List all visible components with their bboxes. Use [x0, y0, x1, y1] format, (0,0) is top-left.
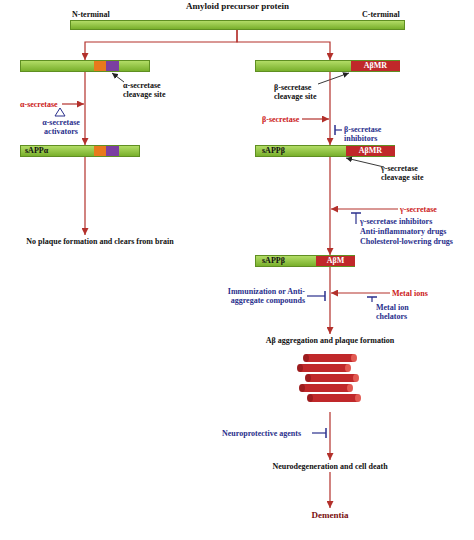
enzyme-arrow [62, 103, 84, 104]
plaque-cylinder [308, 374, 356, 382]
inhibitor-bar [325, 428, 327, 438]
inhibitor-label: Anti-inflammatory drugs [360, 227, 446, 236]
enzyme-label: γ-secretase [400, 205, 437, 214]
flow-arrow [84, 157, 85, 235]
plaque-cylinder-end [303, 354, 309, 362]
plaque-cylinder [302, 384, 350, 392]
outcome-text: Aβ aggregation and plaque formation [240, 334, 420, 412]
inhibitor-bar [351, 212, 361, 214]
inhibitor-label: β-secretase inhibitors [344, 125, 394, 143]
plaque-cylinder [306, 354, 354, 362]
terminal-label: C-terminal [362, 10, 400, 19]
enzyme-arrow [331, 208, 398, 209]
bar-segment [106, 146, 119, 156]
inhibitor-label: Metal ion chelators [376, 303, 428, 321]
plaque-cylinder-end [351, 354, 357, 362]
flow-arrow [85, 30, 237, 60]
outcome-label: No plaque formation and clears from brai… [0, 237, 200, 246]
inhibitor-bar [367, 296, 377, 298]
inhibitor-bar [334, 125, 336, 135]
outcome-label: Dementia [300, 511, 360, 520]
segment-label: AβM [316, 256, 355, 266]
plaque-cylinder-end [355, 394, 361, 402]
plaque-cylinder-end [297, 364, 303, 372]
bar-segment [106, 61, 119, 71]
node-heading: Amyloid precursor protein [71, 2, 404, 11]
leader-arrow [112, 73, 124, 82]
leader-arrow [318, 73, 349, 84]
site-label: γ-secretase cleavage site [381, 164, 446, 182]
activator-label: α-secretase activators [35, 118, 87, 136]
flow-arrow [329, 412, 330, 460]
fragment-bar: sAPPβ AβM [255, 255, 355, 267]
flow-arrow [329, 157, 330, 255]
bar-segment [94, 146, 106, 156]
protein-bar: Amyloid precursor protein [70, 20, 405, 30]
flow-arrow [329, 267, 330, 334]
leader-arrow [346, 158, 384, 167]
fragment-label: sAPPα [25, 146, 48, 156]
segment-label: AβMR [351, 61, 400, 71]
enzyme-arrow [302, 118, 329, 119]
enzyme-label: α-secretase [20, 100, 58, 109]
fragment-bar: sAPPβAβMRγ-secretase cleavage site [255, 145, 395, 157]
plaque-cylinder-end [307, 394, 313, 402]
outcome-text: Dementia [300, 508, 360, 524]
flow-arrow [329, 72, 330, 145]
outcome-label: Aβ aggregation and plaque formation [240, 336, 420, 345]
inhibitor-stem [335, 129, 342, 130]
site-label: α-secretase cleavage site [123, 81, 185, 99]
plaque-cylinder [310, 394, 358, 402]
plaque-cylinder-end [353, 374, 359, 382]
terminal-label: N-terminal [72, 10, 110, 19]
outcome-text: Neurodegeneration and cell death [240, 460, 420, 472]
plaque-cylinder-end [345, 364, 351, 372]
inhibitor-label: Cholesterol-lowering drugs [360, 237, 453, 246]
plaque-cylinder-end [305, 374, 311, 382]
segment-label: AβMR [346, 146, 395, 156]
flow-arrow [237, 30, 330, 60]
enzyme-label: β-secretase [262, 115, 299, 124]
inhibitor-stem [307, 295, 325, 296]
inhibitor-stem [355, 213, 356, 224]
plaque-cylinder-end [347, 384, 353, 392]
outcome-text: No plaque formation and clears from brai… [0, 235, 200, 247]
protein-bar: α-secretase cleavage site [20, 60, 150, 72]
fragment-bar: sAPPα [20, 145, 140, 157]
inhibitor-bar [324, 291, 326, 301]
bar-segment [94, 61, 106, 71]
activator-triangle [55, 108, 65, 116]
fragment-label: sAPPβ [262, 146, 285, 156]
metal-arrow [331, 292, 390, 293]
inhibitor-stem [371, 297, 372, 302]
metal-label: Metal ions [392, 289, 428, 298]
outcome-label: Neurodegeneration and cell death [240, 462, 420, 471]
inhibitor-label: Immunization or Anti-aggregate compounds [205, 287, 305, 305]
inhibitor-label: γ-secretase inhibitors [360, 217, 432, 226]
plaque-cylinder [300, 364, 348, 372]
plaque-cylinder-end [299, 384, 305, 392]
inhibitor-stem [312, 432, 326, 433]
flow-arrow [329, 472, 330, 508]
protein-bar: AβMRβ-secretase cleavage site [255, 60, 400, 72]
inhibitor-label: Neuroprotective agents [222, 429, 301, 438]
plaque-stack [297, 354, 361, 402]
fragment-label: sAPPβ [262, 256, 285, 266]
site-label: β-secretase cleavage site [274, 83, 329, 101]
flow-arrow [84, 72, 85, 145]
